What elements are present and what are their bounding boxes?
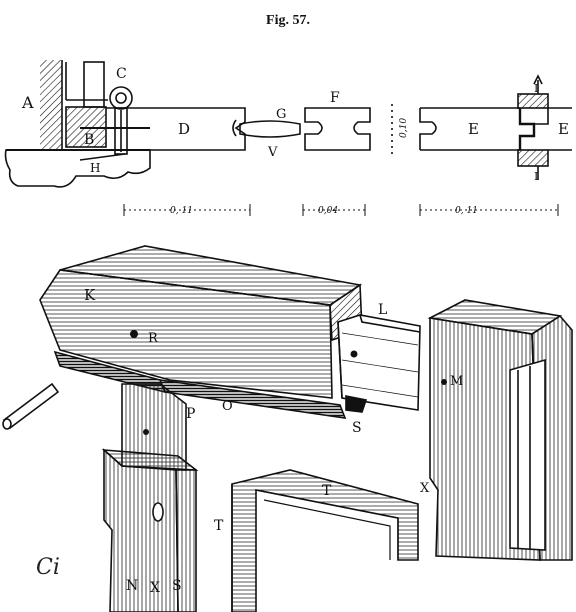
label-b: B (84, 132, 94, 148)
plate-i-top (517, 93, 549, 109)
label-r: R (148, 331, 159, 346)
label-n: N (126, 578, 138, 594)
label-v: V (267, 145, 278, 160)
label-l: L (378, 302, 387, 318)
label-c: C (116, 66, 127, 82)
dim-right: 0, 11 (455, 206, 478, 216)
plate-i-bottom (517, 149, 549, 167)
hinge-ring-c (109, 86, 133, 110)
label-m: M (450, 374, 463, 389)
wall-a (40, 60, 62, 150)
dim-middle: 0,04 (318, 206, 338, 216)
engraver-signature: Ci (36, 555, 60, 580)
perspective-section (2, 245, 573, 612)
label-i-top: I (534, 82, 538, 95)
dim-left: 0, 11 (170, 206, 193, 216)
beam-k-front (39, 269, 333, 399)
label-t-frame: T (322, 483, 332, 499)
label-t-left: T (214, 518, 224, 534)
label-k: K (84, 286, 96, 304)
label-p: P (186, 406, 195, 422)
label-gap: 0,10 (399, 118, 409, 138)
plan-section (4, 60, 572, 216)
label-s-top: S (352, 420, 362, 436)
label-s-bottom: S (172, 578, 182, 594)
post-p-body (103, 448, 179, 612)
label-x-right: X (420, 481, 430, 496)
post-m-rebate (509, 358, 546, 551)
label-f: F (330, 90, 340, 106)
figure-title: Fig. 57. (266, 13, 310, 28)
label-e-left: E (468, 120, 479, 138)
label-h: H (90, 161, 100, 175)
label-x-bottom: X (150, 580, 160, 596)
tongue-g (239, 120, 301, 138)
label-d: D (178, 120, 190, 138)
block-f (304, 107, 371, 151)
rail-e (419, 107, 520, 151)
base-molding (4, 149, 151, 188)
dowel-pin (2, 382, 60, 430)
label-g: G (276, 107, 286, 122)
label-e-right: E (558, 120, 569, 138)
rail-d (106, 107, 246, 151)
label-i-bottom: I (534, 170, 538, 183)
label-o: O (222, 399, 233, 414)
label-a: A (21, 93, 34, 112)
